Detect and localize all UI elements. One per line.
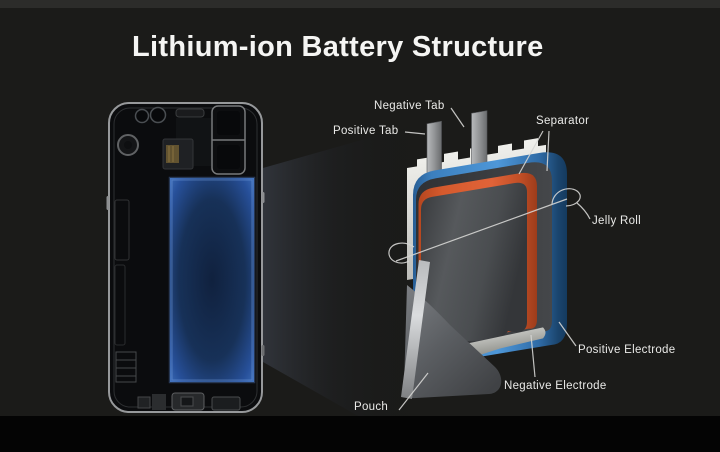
projection-beam bbox=[263, 124, 418, 450]
label-pouch: Pouch bbox=[354, 401, 389, 413]
label-positive-electrode: Positive Electrode bbox=[578, 344, 676, 356]
pouch-group bbox=[401, 260, 502, 399]
leader-line-separator-2 bbox=[546, 130, 550, 172]
jelly-roll-loop-right bbox=[551, 188, 581, 207]
leader-line-negative-tab bbox=[450, 107, 465, 128]
speaker-grille bbox=[175, 108, 205, 118]
jelly-roll-loop-chord bbox=[395, 198, 568, 262]
leader-line-jelly-roll bbox=[576, 202, 591, 220]
leader-line-positive-tab bbox=[404, 131, 426, 135]
label-jelly-roll: Jelly Roll bbox=[592, 215, 642, 227]
jelly-roll-loop-left bbox=[388, 242, 415, 264]
camera-lens-icon bbox=[134, 108, 150, 124]
letterbox-bar bbox=[0, 416, 720, 452]
leader-lines bbox=[388, 107, 591, 411]
phone-xray bbox=[106, 102, 265, 413]
label-negative-electrode: Negative Electrode bbox=[504, 380, 607, 392]
leader-line-pouch bbox=[398, 372, 429, 411]
pouch-seal-edge bbox=[401, 260, 430, 399]
leader-line-positive-electrode bbox=[558, 321, 577, 347]
side-button-right bbox=[261, 192, 265, 203]
jelly-roll-core bbox=[421, 182, 527, 349]
phone-battery-glow bbox=[170, 178, 254, 382]
leader-line-negative-electrode bbox=[530, 334, 536, 378]
label-positive-tab: Positive Tab bbox=[333, 125, 399, 137]
top-strip bbox=[0, 0, 720, 8]
side-button-left bbox=[106, 196, 110, 210]
label-negative-tab: Negative Tab bbox=[374, 100, 445, 112]
page-title: Lithium-ion Battery Structure bbox=[132, 31, 544, 63]
label-separator: Separator bbox=[536, 115, 590, 127]
flex-cable bbox=[115, 351, 137, 383]
leader-line-separator-1 bbox=[518, 130, 544, 175]
pouch-flap bbox=[403, 285, 502, 399]
battery-exploded bbox=[407, 110, 567, 369]
camera-lens-icon bbox=[149, 106, 167, 124]
